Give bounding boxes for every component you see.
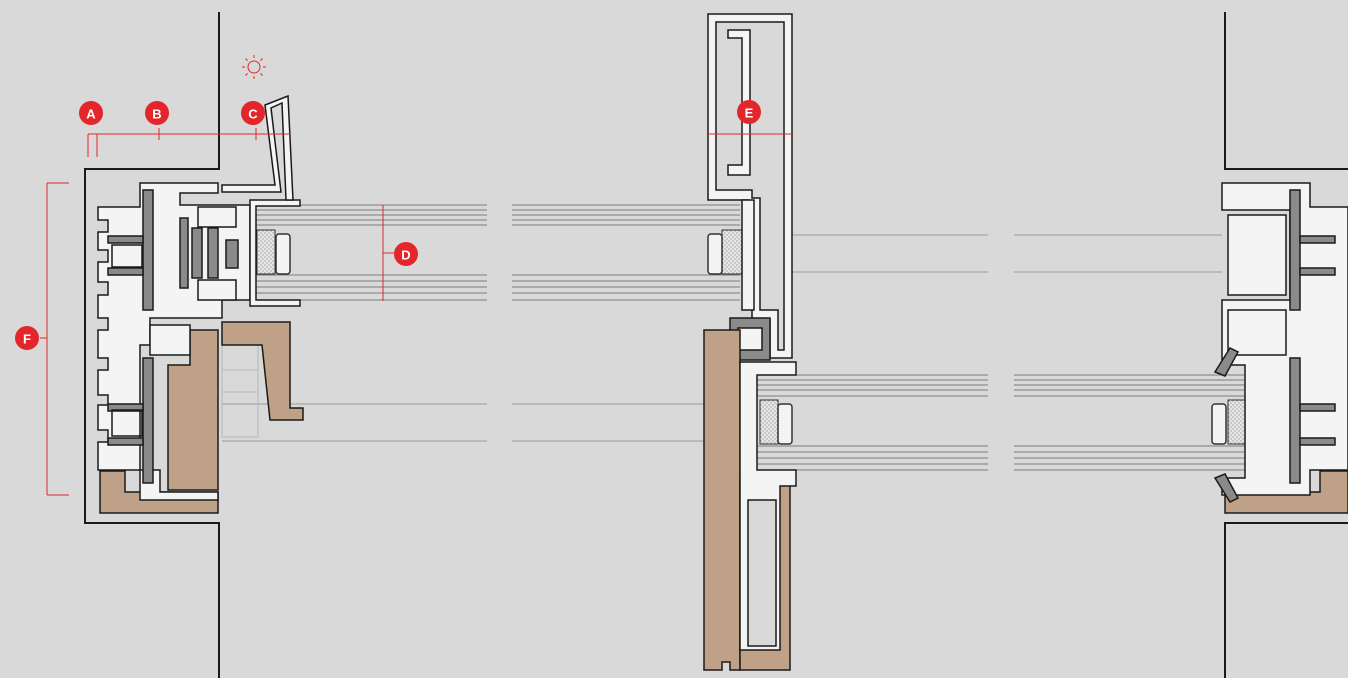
dimension-lines [40, 128, 792, 496]
spacer-left-a [256, 229, 276, 275]
spacer-mid-a [721, 229, 743, 275]
ghost-frame [221, 344, 259, 438]
marker-e-label: E [745, 106, 754, 121]
alignment-lines [222, 234, 1222, 442]
marker-a: A [79, 101, 103, 125]
sun-icon [242, 55, 266, 79]
marker-c-label: C [248, 107, 258, 122]
right-frame-profile [1213, 182, 1348, 514]
spacer-right-a [759, 399, 779, 445]
spacer-right-d [1211, 403, 1227, 445]
spacer-right-b [777, 403, 793, 445]
middle-mullion-profile [703, 13, 797, 671]
marker-d: D [394, 242, 418, 266]
marker-a-circle [79, 101, 103, 125]
marker-a-label: A [86, 107, 96, 122]
glass-unit-right [757, 374, 1245, 471]
marker-b: B [145, 101, 169, 125]
spacer-mid-b [707, 233, 723, 275]
marker-f: F [15, 326, 39, 350]
marker-d-label: D [401, 248, 410, 263]
marker-e: E [737, 100, 761, 124]
marker-c-circle [241, 101, 265, 125]
marker-c: C [241, 101, 265, 125]
left-frame-profile [97, 94, 304, 514]
marker-b-label: B [152, 107, 161, 122]
right-wall-outline [1224, 12, 1348, 678]
left-wall-outline [84, 12, 220, 678]
marker-f-circle [15, 326, 39, 350]
marker-f-label: F [23, 332, 31, 347]
marker-b-circle [145, 101, 169, 125]
marker-e-circle [737, 100, 761, 124]
spacer-left-b [275, 233, 291, 275]
glass-unit-left [255, 204, 740, 301]
marker-d-circle [394, 242, 418, 266]
